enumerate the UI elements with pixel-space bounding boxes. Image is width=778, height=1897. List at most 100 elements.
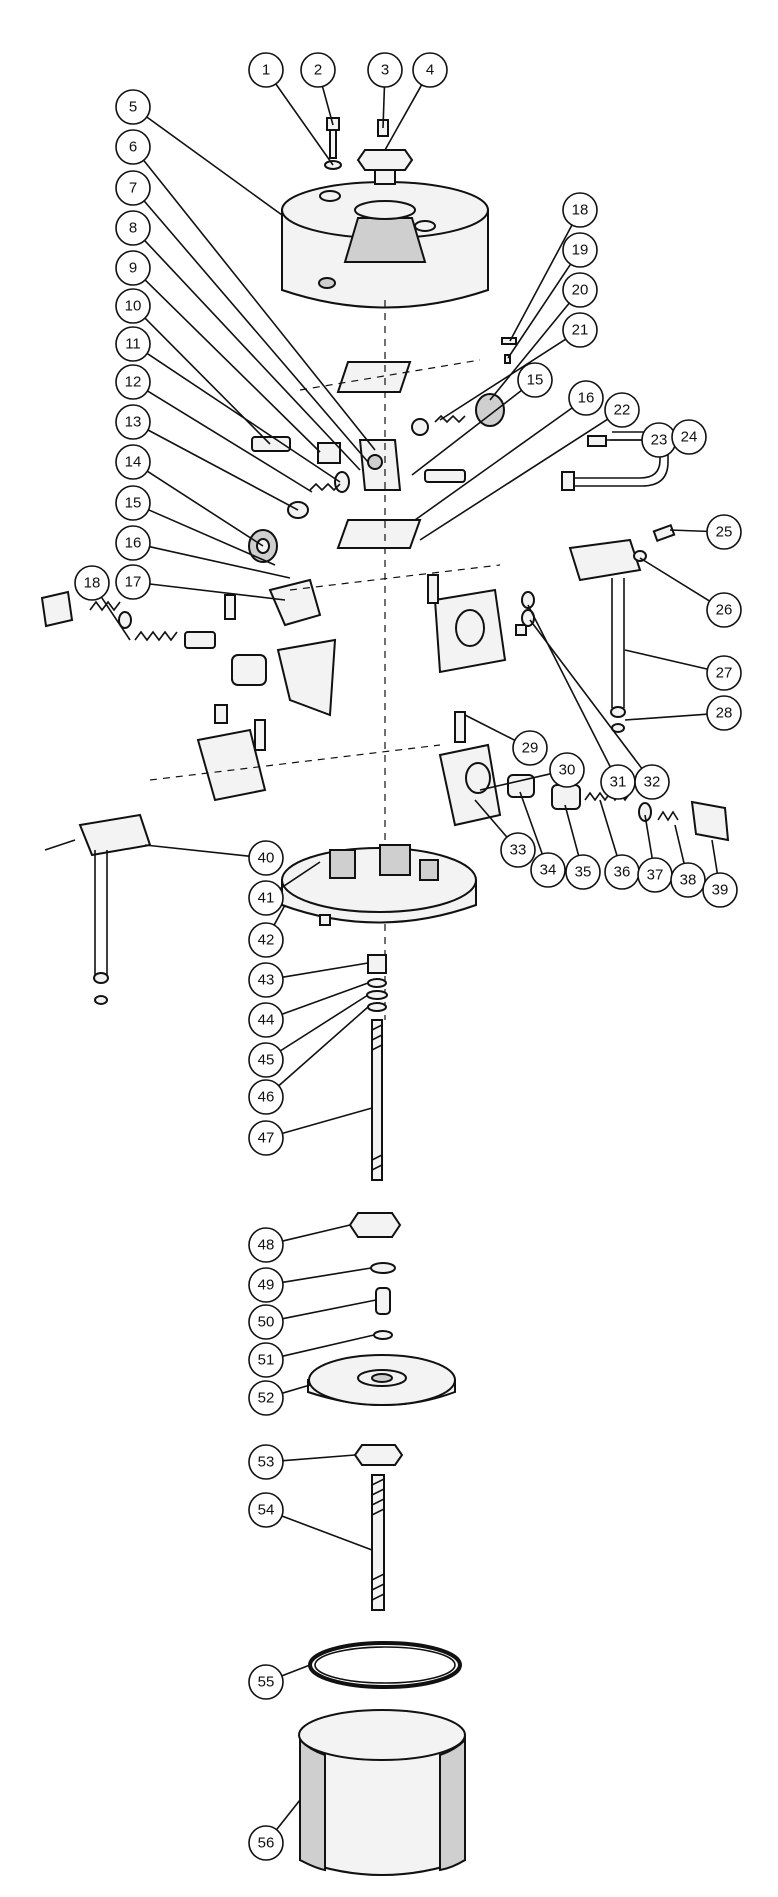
leader-line	[464, 714, 516, 742]
leader-line	[382, 86, 386, 129]
spring-small-part	[309, 482, 341, 492]
callout-number: 2	[314, 62, 322, 79]
callout-25: 25	[706, 514, 742, 550]
callout-14: 14	[115, 444, 151, 480]
callout-circle	[248, 1342, 284, 1378]
callout-number: 28	[716, 705, 733, 722]
callout-13: 13	[115, 404, 151, 440]
oring-right-part	[411, 418, 429, 436]
leader-line	[479, 773, 551, 791]
callout-number: 17	[125, 574, 142, 591]
callout-43: 43	[248, 962, 284, 998]
leader-line	[143, 200, 369, 463]
callout-number: 39	[712, 882, 729, 899]
callout-number: 52	[258, 1390, 275, 1407]
leader-line	[275, 1799, 301, 1831]
callout-number: 32	[644, 774, 661, 791]
callout-circle	[115, 288, 151, 324]
callout-number: 41	[258, 890, 275, 907]
callout-number: 46	[258, 1089, 275, 1106]
leader-line	[100, 596, 131, 641]
callout-number: 24	[681, 429, 698, 446]
callout-36: 36	[604, 854, 640, 890]
callout-number: 56	[258, 1835, 275, 1852]
leader-line	[278, 1006, 369, 1087]
callout-number: 19	[572, 242, 589, 259]
callout-15: 15	[517, 362, 553, 398]
callout-circle	[562, 272, 598, 308]
oring-part	[334, 471, 350, 493]
callout-number: 6	[129, 139, 137, 156]
callout-circle	[670, 862, 706, 898]
callout-circle	[115, 564, 151, 600]
callout-circle	[562, 312, 598, 348]
callout-number: 38	[680, 872, 697, 889]
callout-number: 11	[125, 336, 141, 353]
callout-2: 2	[300, 52, 336, 88]
callout-number: 16	[125, 535, 142, 552]
callout-circle	[517, 362, 553, 398]
callout-18: 18	[562, 192, 598, 228]
callout-number: 53	[258, 1454, 275, 1471]
leader-line	[321, 86, 334, 126]
callout-circle	[530, 852, 566, 888]
callout-circle	[248, 1002, 284, 1038]
leader-line	[275, 83, 334, 166]
callout-number: 14	[125, 454, 142, 471]
leader-line	[474, 799, 508, 838]
callout-circle	[74, 565, 110, 601]
callout-number: 22	[614, 402, 631, 419]
callout-3: 3	[367, 52, 403, 88]
right-tube-part	[568, 523, 676, 733]
callout-39: 39	[702, 872, 738, 908]
leader-line	[146, 116, 283, 216]
shaft-47-part	[371, 1019, 383, 1181]
callout-circle	[115, 364, 151, 400]
leader-line	[282, 1267, 372, 1284]
leader-line	[519, 791, 544, 855]
callout-number: 10	[125, 298, 142, 315]
callout-circle	[248, 1380, 284, 1416]
callout-circle	[248, 962, 284, 998]
callout-number: 18	[84, 575, 101, 592]
callout-number: 50	[258, 1314, 275, 1331]
callout-number: 20	[572, 282, 589, 299]
callout-45: 45	[248, 1042, 284, 1078]
pin-part	[501, 337, 517, 345]
callout-51: 51	[248, 1342, 284, 1378]
leader-line	[146, 352, 341, 483]
callout-number: 33	[510, 842, 527, 859]
nut-48-part	[348, 1212, 402, 1238]
callout-circle	[248, 1825, 284, 1861]
callout-32: 32	[634, 764, 670, 800]
callout-17: 17	[115, 564, 151, 600]
left-assembly-part	[40, 590, 337, 717]
callout-27: 27	[706, 655, 742, 691]
nut-43-part	[367, 954, 387, 974]
callout-number: 9	[129, 260, 137, 277]
leader-line	[281, 982, 369, 1015]
callout-circle	[115, 485, 151, 521]
leader-line	[279, 861, 321, 890]
callout-circle	[248, 52, 284, 88]
callout-8: 8	[115, 210, 151, 246]
centerline	[289, 564, 501, 591]
callout-number: 35	[575, 864, 592, 881]
leader-line	[411, 389, 523, 476]
callout-circle	[115, 326, 151, 362]
leader-line	[282, 1334, 375, 1357]
callout-23: 23	[641, 422, 677, 458]
callout-circle	[512, 730, 548, 766]
callout-4: 4	[412, 52, 448, 88]
callout-38: 38	[670, 862, 706, 898]
callout-22: 22	[604, 392, 640, 428]
callout-number: 40	[258, 850, 275, 867]
callout-circle	[706, 695, 742, 731]
oring-55-part	[308, 1641, 462, 1689]
callout-number: 44	[258, 1012, 275, 1029]
callout-circle	[300, 52, 336, 88]
pad-part	[251, 436, 291, 452]
callout-circle	[115, 250, 151, 286]
nut-fitting-part	[356, 149, 414, 185]
leader-line	[144, 239, 361, 471]
